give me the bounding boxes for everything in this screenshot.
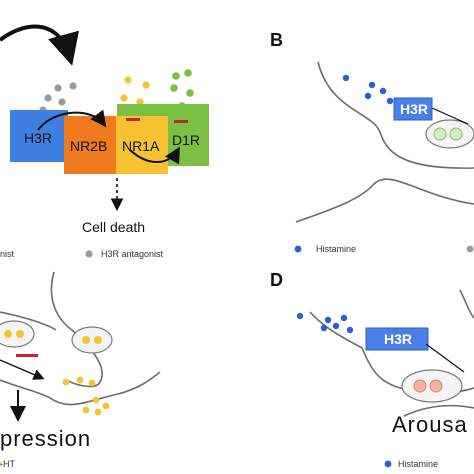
d1r-label: D1R	[172, 132, 200, 148]
vesicle-content	[429, 379, 443, 393]
vesicle-content	[433, 127, 447, 141]
serotonin-dot	[76, 376, 84, 384]
histamine-dot	[346, 326, 354, 334]
panel-d: D H3R Arousa Histamine	[270, 270, 474, 469]
cell-death-label: Cell death	[82, 219, 145, 235]
serotonin-dot	[82, 406, 90, 414]
postsynaptic-membrane	[295, 178, 474, 223]
histamine-dot	[332, 322, 340, 330]
h3r-receptor	[393, 97, 433, 121]
inhibit-mark	[174, 120, 188, 123]
postsynaptic-membrane	[0, 371, 161, 406]
nr1a-label: NR1A	[122, 138, 160, 154]
signal-line	[425, 343, 465, 373]
antagonist-legend-partial: nist	[0, 249, 15, 259]
signal-line	[431, 107, 469, 125]
serotonin-legend-label: -HT	[0, 459, 15, 469]
vesicle-content	[16, 330, 24, 338]
interaction-arrow	[129, 146, 180, 165]
histamine-dot	[324, 316, 332, 324]
panel-a: H3R NR2B NR1A D1R Cell death	[0, 24, 209, 235]
serotonin-legend-dot	[0, 461, 2, 467]
h3r-label: H3R	[24, 130, 52, 146]
vesicle-content	[449, 127, 463, 141]
histamine-dot	[320, 324, 328, 332]
interaction-arrow	[37, 109, 107, 131]
agonist-dot-yellow	[120, 94, 128, 102]
presynaptic-membrane	[0, 271, 103, 388]
serotonin-dot	[62, 378, 70, 386]
panel-letter-b: B	[270, 30, 283, 50]
nr2b-label: NR2B	[70, 138, 107, 154]
histamine-legend-label: Histamine	[398, 459, 438, 469]
antagonist-dot	[54, 84, 62, 92]
vesicle-content	[94, 336, 102, 344]
h3r-receptor	[365, 327, 429, 351]
panel-c: nist H3R antagonist pression -HT	[0, 249, 164, 469]
panel-letter-d: D	[270, 270, 283, 290]
agonist-dot-yellow	[142, 81, 150, 89]
inhibit-mark	[16, 354, 38, 357]
agonist-dot-green	[172, 72, 180, 80]
agonist-dot-green	[170, 84, 178, 92]
h3r-label: H3R	[384, 331, 412, 347]
antagonist-dot	[58, 98, 66, 106]
nr2b-receptor-box	[64, 116, 116, 174]
legend-dot-partial	[466, 245, 474, 253]
histamine-legend-label: Histamine	[316, 244, 356, 254]
h3r-antagonist-legend-label: H3R antagonist	[101, 249, 164, 259]
presynaptic-membrane	[459, 289, 474, 319]
h3r-receptor-box	[10, 110, 68, 162]
depression-label: pression	[0, 426, 91, 451]
histamine-dot	[296, 312, 304, 320]
nr1a-receptor-box	[116, 116, 168, 174]
vesicle-content	[413, 379, 427, 393]
antagonist-dot	[44, 94, 52, 102]
agonist-dot-green	[186, 89, 194, 97]
agonist-dot-yellow	[124, 76, 132, 84]
panel-b: B H3R Histamine	[270, 30, 474, 254]
release-arrow	[0, 359, 45, 380]
serotonin-dot	[92, 396, 100, 404]
inhibit-mark	[126, 118, 140, 121]
arousal-label: Arousa	[392, 412, 468, 437]
vesicle-content	[82, 336, 90, 344]
vesicle-content	[4, 330, 12, 338]
presynaptic-membrane	[317, 61, 474, 169]
histamine-dot	[379, 87, 387, 95]
histamine-legend-dot	[294, 245, 302, 253]
serotonin-dot	[102, 402, 110, 410]
histamine-legend-dot	[384, 460, 392, 468]
histamine-dot	[386, 97, 394, 105]
histamine-dot	[368, 81, 376, 89]
agonist-dot-yellow	[136, 98, 144, 106]
antagonist-dot	[69, 82, 77, 90]
h3r-antagonist-legend-dot	[85, 250, 93, 258]
vesicle	[71, 326, 113, 354]
agonist-dot-green	[184, 69, 192, 77]
serotonin-dot	[88, 379, 96, 387]
histamine-dot	[364, 92, 372, 100]
h3r-label: H3R	[400, 101, 428, 117]
serotonin-dot	[94, 408, 102, 416]
curved-arrow	[0, 24, 79, 66]
histamine-dot	[340, 314, 348, 322]
postsynaptic-membrane	[403, 404, 474, 417]
histamine-dot	[342, 74, 350, 82]
